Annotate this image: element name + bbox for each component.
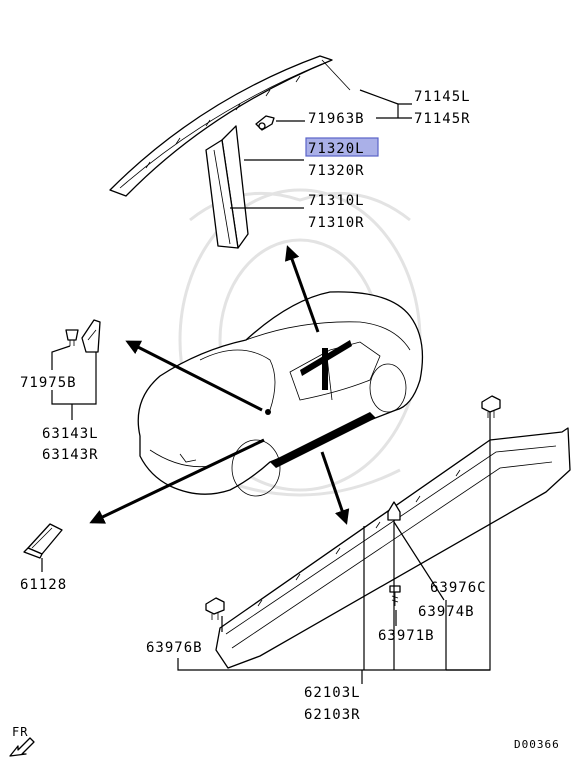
- roof-molding-part[interactable]: [109, 55, 351, 197]
- label-71145r[interactable]: 71145R: [414, 111, 471, 127]
- label-63976c[interactable]: 63976C: [430, 580, 487, 596]
- front-direction-label: FR: [12, 725, 28, 739]
- car-side-sill-highlight: [265, 340, 376, 468]
- clip-71975b-part[interactable]: [65, 329, 79, 346]
- label-62103r[interactable]: 62103R: [304, 707, 361, 723]
- mirror-garnish-part[interactable]: [81, 319, 101, 353]
- car-body-outline: [137, 291, 424, 497]
- clip-63976b-part[interactable]: [205, 597, 225, 620]
- arrow-to-mirror-garnish: [125, 340, 263, 412]
- label-71963b[interactable]: 71963B: [308, 111, 365, 127]
- label-62103l[interactable]: 62103L: [304, 685, 361, 701]
- label-63976b[interactable]: 63976B: [146, 640, 203, 656]
- label-71145l[interactable]: 71145L: [414, 89, 471, 105]
- arrow-to-pillar: [284, 245, 320, 333]
- label-71320r[interactable]: 71320R: [308, 163, 365, 179]
- label-63143r[interactable]: 63143R: [42, 447, 99, 463]
- label-71310l[interactable]: 71310L: [308, 193, 365, 209]
- side-sill-garnish-part[interactable]: [215, 427, 571, 669]
- label-71320l[interactable]: 71320L: [308, 141, 365, 157]
- clip-63976c-part[interactable]: [481, 395, 501, 418]
- screw-63971b-part[interactable]: [389, 585, 401, 606]
- diagram-code: D00366: [514, 738, 560, 751]
- clip-71963b-part[interactable]: [255, 115, 275, 131]
- front-direction-arrow-icon: [9, 737, 35, 757]
- label-63971b[interactable]: 63971B: [378, 628, 435, 644]
- pillar-garnish-part[interactable]: [205, 125, 249, 249]
- label-63143l[interactable]: 63143L: [42, 426, 99, 442]
- label-71975b[interactable]: 71975B: [20, 375, 77, 391]
- label-61128[interactable]: 61128: [20, 577, 67, 593]
- selected-part-highlight: [305, 137, 379, 157]
- side-lamp-part[interactable]: [23, 523, 63, 559]
- label-71310r[interactable]: 71310R: [308, 215, 365, 231]
- arrow-to-side-sill: [320, 451, 350, 525]
- arrow-to-side-lamp: [89, 438, 265, 524]
- label-63974b[interactable]: 63974B: [418, 604, 475, 620]
